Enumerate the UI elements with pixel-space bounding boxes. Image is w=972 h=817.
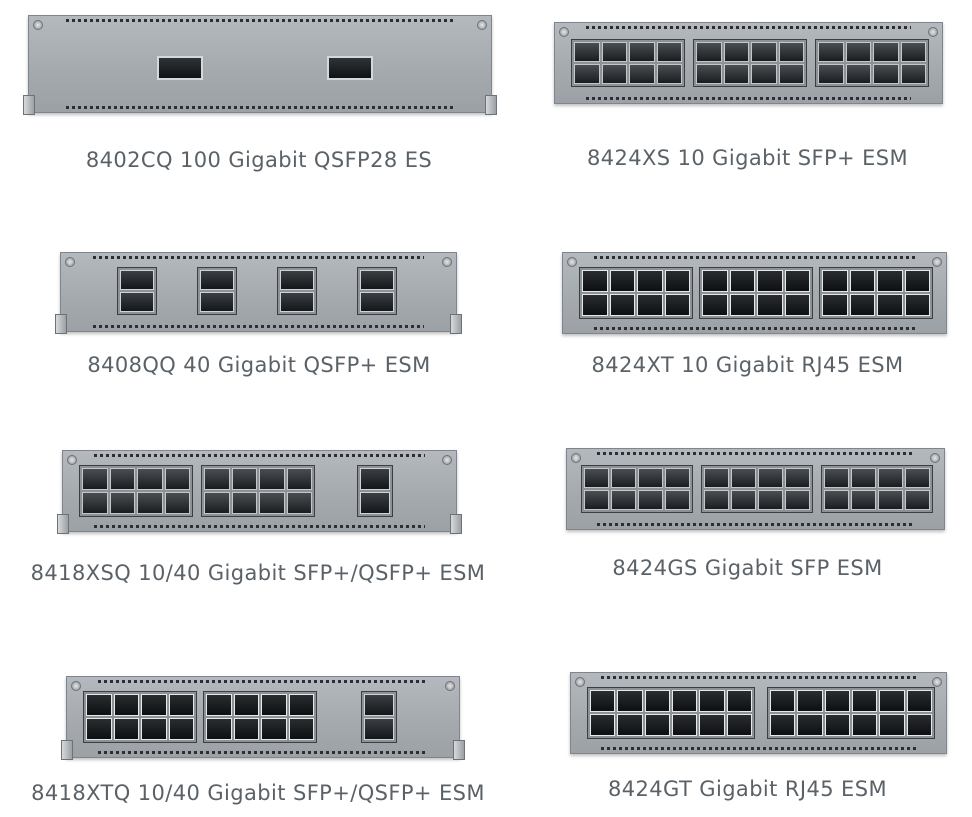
module-8424gt-image <box>570 672 947 754</box>
qsfp28-port <box>327 56 373 80</box>
qsfp28-port <box>157 56 203 80</box>
rj45-port-bank <box>767 687 935 739</box>
sfp-port-bank <box>571 39 685 87</box>
qsfp-port-stack <box>197 267 237 315</box>
sfp-port-bank <box>581 465 693 513</box>
module-caption-8402cq: 8402CQ 100 Gigabit QSFP28 ES <box>85 148 433 172</box>
sfp-port-bank <box>815 39 929 87</box>
module-8424gs-image <box>566 448 945 530</box>
module-caption-8418xtq: 8418XTQ 10/40 Gigabit SFP+/QSFP+ ESM <box>31 781 485 805</box>
rj45-port-bank <box>203 691 317 743</box>
module-caption-8418xsq: 8418XSQ 10/40 Gigabit SFP+/QSFP+ ESM <box>30 561 486 585</box>
sfp-port-bank <box>821 465 933 513</box>
rj45-port-bank <box>699 267 813 319</box>
rj45-port-bank <box>579 267 693 319</box>
module-caption-8424xs: 8424XS 10 Gigabit SFP+ ESM <box>586 146 909 170</box>
qsfp-port-stack <box>357 465 393 517</box>
module-caption-8424gt: 8424GT Gigabit RJ45 ESM <box>608 777 887 801</box>
rj45-port-bank <box>83 691 197 743</box>
module-8418xsq-image <box>57 450 462 534</box>
module-8402cq-image <box>23 15 497 115</box>
module-8424xs-image <box>554 22 943 104</box>
sfp-port-bank <box>79 465 193 517</box>
qsfp-port-stack <box>117 267 157 315</box>
qsfp-port-stack <box>361 691 397 743</box>
module-caption-8424xt: 8424XT 10 Gigabit RJ45 ESM <box>591 353 904 377</box>
sfp-port-bank <box>701 465 813 513</box>
module-caption-8424gs: 8424GS Gigabit SFP ESM <box>612 556 883 580</box>
module-8424xt-image <box>562 252 947 334</box>
qsfp-port-stack <box>357 267 397 315</box>
rj45-port-bank <box>587 687 755 739</box>
module-8418xtq-image <box>61 676 465 760</box>
module-caption-8408qq: 8408QQ 40 Gigabit QSFP+ ESM <box>87 353 431 377</box>
module-8408qq-image <box>55 252 462 334</box>
sfp-port-bank <box>693 39 807 87</box>
rj45-port-bank <box>819 267 933 319</box>
sfp-port-bank <box>201 465 315 517</box>
qsfp-port-stack <box>277 267 317 315</box>
